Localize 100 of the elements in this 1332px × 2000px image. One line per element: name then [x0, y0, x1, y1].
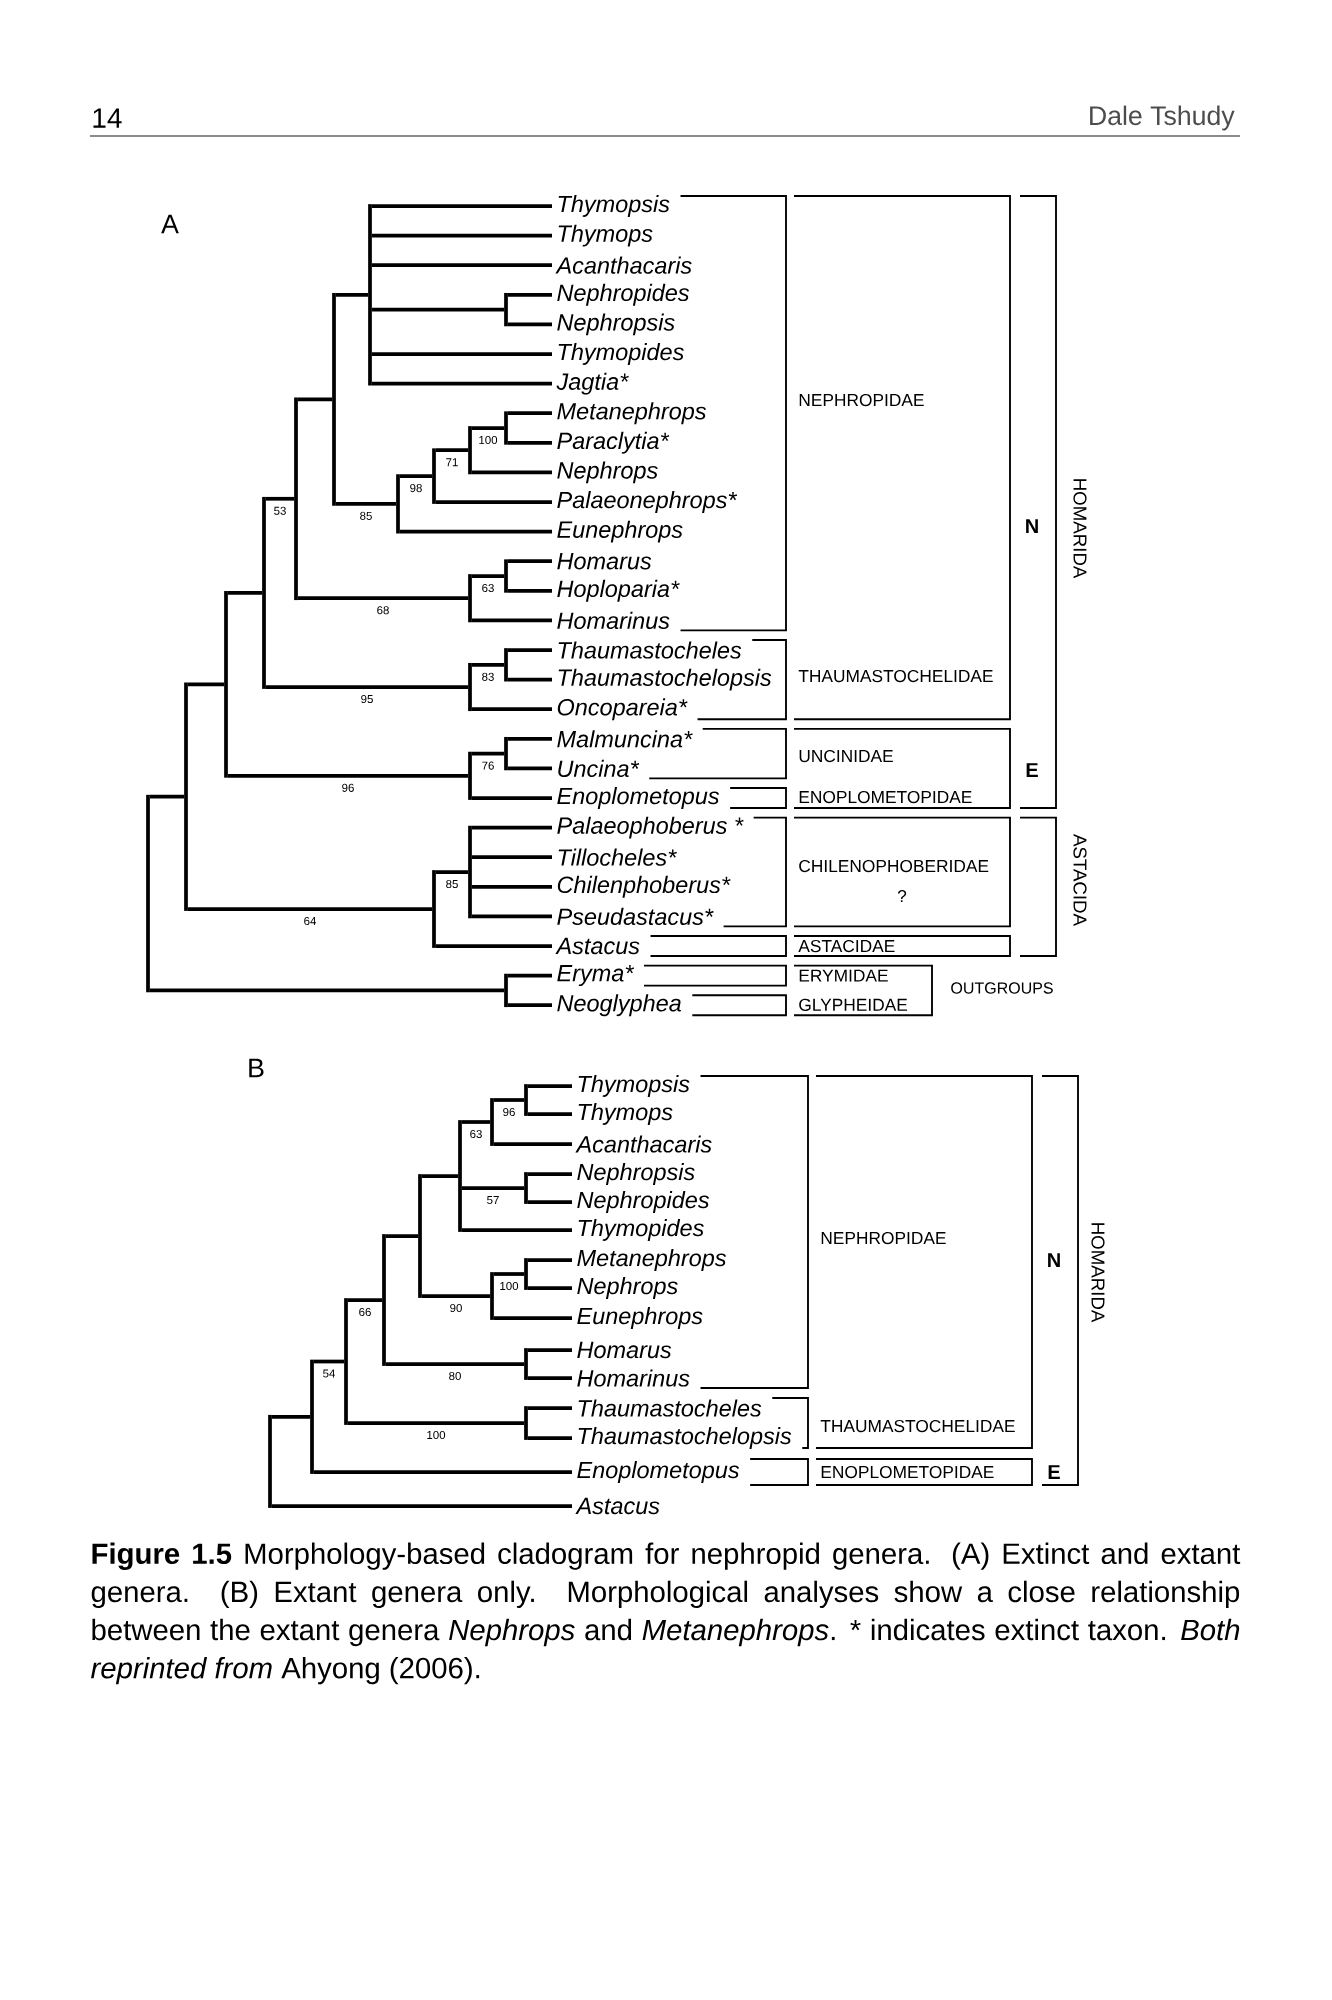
tree-branch [149, 794, 185, 799]
tree-branch [187, 907, 433, 911]
taxon-name: Nephrops [577, 1277, 678, 1299]
taxon-name: Thymops [578, 1103, 673, 1125]
taxon-name: Thaumastochelopsis [578, 1427, 792, 1449]
tree-branch [507, 559, 552, 564]
taxon-name: Oncopareia* [557, 698, 688, 721]
tree-branch [297, 596, 469, 601]
taxon-name: Nephropides [577, 1191, 710, 1213]
taxon-name: Homarus [557, 553, 652, 570]
tree-branch [399, 529, 552, 534]
tree-branch [471, 884, 552, 889]
author-name: Dale Tshudy [1090, 105, 1235, 131]
tree-branch [471, 470, 552, 475]
tree-branch [421, 1174, 459, 1178]
tree-branch [527, 1406, 572, 1410]
tree-branch [347, 1298, 383, 1302]
family-name: ERYMIDAE [799, 969, 888, 982]
tree-branch [471, 825, 552, 830]
tree-branch [385, 1362, 525, 1366]
tree-branch [227, 591, 263, 595]
taxon-name: Nephropsis [577, 1163, 695, 1185]
tree-branch [347, 1421, 525, 1425]
tree-branch [507, 411, 552, 416]
taxon-name: Astacus [555, 937, 640, 955]
tree-branch [471, 751, 505, 756]
tree-branch [471, 914, 552, 919]
panel-letter: A [161, 214, 179, 234]
tree-branch [507, 766, 552, 771]
group-name: ASTACIDA [1073, 834, 1087, 926]
taxon-name: Enoplometopus [557, 787, 720, 809]
tree-branch [471, 574, 505, 578]
taxon-name: Thymops [558, 224, 653, 247]
tree-branch [527, 1436, 572, 1440]
tree-branch [527, 1084, 572, 1088]
taxon-name: Thaumastochelopsis [558, 668, 772, 691]
taxon-name: Jagtia* [556, 372, 629, 395]
taxon-name: Thaumastocheles [578, 1399, 762, 1417]
tree-branch [471, 618, 552, 623]
taxon-name: Paraclytia* [557, 431, 670, 454]
taxon-name: Enoplometopus [577, 1461, 740, 1483]
tree-branch [507, 292, 552, 297]
group-letter: N [1026, 519, 1038, 533]
tree-branch [187, 682, 225, 687]
tree-branch [461, 1186, 525, 1190]
tree-branch [371, 381, 552, 386]
group-letter: E [1026, 763, 1038, 777]
tree-branch [227, 773, 469, 778]
tree-branch [507, 1003, 552, 1008]
tree-branch [471, 796, 552, 800]
tree-branch [435, 870, 469, 874]
tree-branch [461, 1228, 572, 1232]
tree-branch [265, 685, 469, 689]
taxon-name: Acanthacaris [575, 1135, 712, 1153]
tree-branch [507, 440, 552, 445]
tree-branch [371, 307, 505, 312]
taxon-name: Thymopsis [578, 1075, 690, 1097]
tree-branch [471, 855, 552, 860]
taxon-name: Thymopsis [558, 195, 670, 217]
tree-branch [313, 1470, 572, 1474]
taxon-name: Metanephrops [557, 402, 707, 425]
taxon-name: Tillocheles* [558, 848, 677, 866]
tree-branch [507, 677, 552, 682]
tree-branch [435, 944, 552, 948]
tree-branch [527, 1348, 572, 1352]
tree-branch [527, 1112, 572, 1116]
tree-branch [435, 500, 552, 504]
group-name: HOMARIDA [1073, 479, 1087, 579]
taxon-name: Chilenphoberus* [557, 875, 731, 898]
panel-letter: B [249, 1058, 264, 1078]
tree-branch [527, 1258, 572, 1262]
tree-branch [335, 292, 369, 297]
taxon-name: Metanephrops [577, 1249, 727, 1271]
taxon-name: Neoglyphea [557, 994, 681, 1017]
taxon-name: Astacus [575, 1497, 660, 1515]
tree-branch [371, 233, 552, 238]
tree-branch [461, 1120, 491, 1124]
tree-branch [265, 496, 295, 501]
group-letter: E [1048, 1465, 1060, 1479]
tree-branch [385, 1234, 419, 1238]
family-name: CHILENOPHOBERIDAE [799, 859, 989, 873]
taxon-name: Eryma* [557, 965, 635, 987]
taxon-name: Homarinus [577, 1369, 690, 1387]
tree-branch [507, 588, 552, 593]
tree-branch [527, 1286, 572, 1290]
taxon-name: Homarinus [557, 611, 670, 629]
tree-branch [507, 736, 552, 741]
family-name: ENOPLOMETOPIDAE [821, 1465, 994, 1479]
family-name: GLYPHEIDAE [799, 998, 908, 1011]
family-name: NEPHROPIDAE [799, 393, 924, 407]
tree-branch [371, 263, 552, 268]
family-name: THAUMASTOCHELIDAE [820, 1419, 1015, 1433]
group-name: HOMARIDA [1091, 1223, 1105, 1323]
taxon-name: Hoploparia* [557, 579, 680, 602]
figure-caption: Figure 1.5 Morphology-based cladogram for nephropid genera. (A) Extinct and extant genera. (B) Extant genera only. Morphological analyses show a close relationship between the extant genera Nephrops and Metanephrops. * indicates extinct taxon. Both reprinted from Ahyong (2006). [91, 1542, 1241, 1685]
family-name: THAUMASTOCHELIDAE [798, 669, 993, 683]
taxon-name: Nephropsis [557, 313, 675, 336]
taxon-name: Thymopides [578, 1219, 704, 1241]
taxon-name: Nephropides [557, 283, 690, 306]
tree-branch [399, 474, 433, 478]
